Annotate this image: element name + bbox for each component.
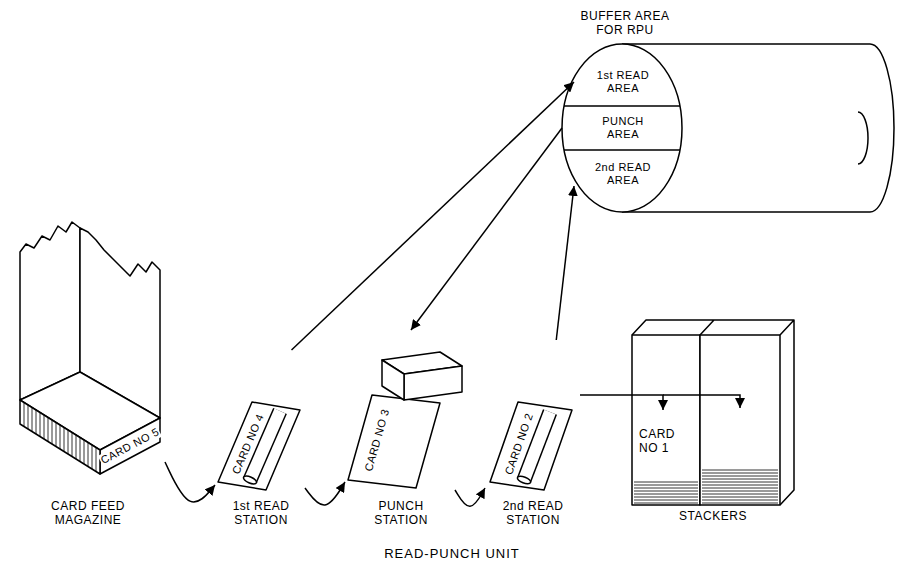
flow-connector (292, 82, 575, 350)
stacked-card-hatch (702, 500, 778, 501)
flow-connector (580, 395, 663, 410)
stacked-card-hatch (702, 503, 778, 504)
flow-connector (556, 186, 574, 340)
card-edge-hatch (68, 430, 69, 454)
flow-connector (165, 462, 215, 502)
first-read-station-drawing (218, 402, 300, 490)
card-edge-hatch (52, 420, 53, 444)
stacked-card-hatch (634, 491, 698, 492)
stacked-card-hatch (702, 473, 778, 474)
card-label: CARD NO 2 (502, 411, 536, 478)
card-edge-hatch (36, 410, 37, 434)
card-feed-station: CARD NO 5 CARD FEED MAGAZINE (10, 210, 165, 530)
stacked-card-hatch (634, 497, 698, 498)
stacked-card-hatch (702, 488, 778, 489)
station-label: PUNCH STATION (365, 500, 437, 528)
card-label: CARD NO 3 (362, 406, 392, 473)
card-edge-hatch (64, 428, 65, 452)
punch-station: CARD NO 3 PUNCH STATION (345, 330, 455, 530)
card-edge-hatch (28, 405, 29, 429)
stacked-card-hatch (634, 494, 698, 495)
figure-caption: READ-PUNCH UNIT (384, 546, 520, 561)
stacked-card-hatch (702, 494, 778, 495)
stackers-station: CARD NO 1 STACKERS (630, 410, 795, 530)
stacked-card-hatch (702, 470, 778, 471)
card-edge-hatch (56, 423, 57, 447)
flow-connector (305, 482, 345, 505)
card-label: CARD NO 4 (229, 411, 267, 477)
flow-connector (411, 128, 562, 330)
stacked-card-hatch (634, 503, 698, 504)
flow-connector (455, 488, 485, 506)
card-edge-hatch (96, 448, 97, 472)
buffer-drum-outline (562, 44, 894, 212)
stacked-card-hatch (634, 500, 698, 501)
stacked-card-hatch (634, 485, 698, 486)
station-label: STACKERS (662, 510, 764, 524)
area-label: 2nd READ AREA (587, 161, 659, 186)
punch-station-drawing (348, 352, 462, 488)
read-station: CARD NO 2 2nd READ STATION (485, 340, 580, 530)
card-edge-hatch (84, 440, 85, 464)
buffer-area: 1st READ AREA (574, 58, 670, 106)
area-label: 1st READ AREA (587, 69, 659, 94)
station-label: 2nd READ STATION (492, 500, 574, 528)
card-edge-hatch (76, 435, 77, 459)
stacked-card-hatch (634, 488, 698, 489)
buffer-drum: BUFFER AREA FOR RPU 1st READ AREA PUNCH AR… (560, 6, 896, 216)
card-edge-hatch (44, 415, 45, 439)
card-edge-hatch (40, 413, 41, 437)
card-edge-hatch (48, 418, 49, 442)
station-label: 1st READ STATION (220, 500, 302, 528)
area-label: PUNCH AREA (587, 115, 659, 140)
read-station: CARD NO 4 1st READ STATION (215, 350, 305, 530)
stacked-card-hatch (702, 482, 778, 483)
card-label: CARD NO 5 (98, 425, 163, 467)
buffer-area: PUNCH AREA (562, 106, 682, 150)
stacked-card-hatch (634, 482, 698, 483)
station-label: CARD FEED MAGAZINE (42, 500, 134, 528)
stacked-card-hatch (702, 491, 778, 492)
drum-heading: BUFFER AREA FOR RPU (574, 10, 676, 38)
buffer-area: 2nd READ AREA (574, 150, 670, 198)
card-edge-hatch (24, 403, 25, 427)
card-edge-hatch (32, 408, 33, 432)
stacker-branch-arrow (663, 395, 740, 408)
card-edge-hatch (80, 438, 81, 462)
card-edge-hatch (72, 433, 73, 457)
stackers-drawing (632, 320, 794, 505)
second-read-station-drawing (490, 402, 572, 490)
stacked-card-hatch (702, 479, 778, 480)
card-edge-hatch (92, 445, 93, 469)
stacked-card-hatch (702, 485, 778, 486)
card-label: CARD NO 1 (638, 428, 684, 456)
stacked-card-hatch (702, 497, 778, 498)
card-edge-hatch (60, 425, 61, 449)
card-edge-hatch (88, 443, 89, 467)
stacked-card-hatch (702, 476, 778, 477)
